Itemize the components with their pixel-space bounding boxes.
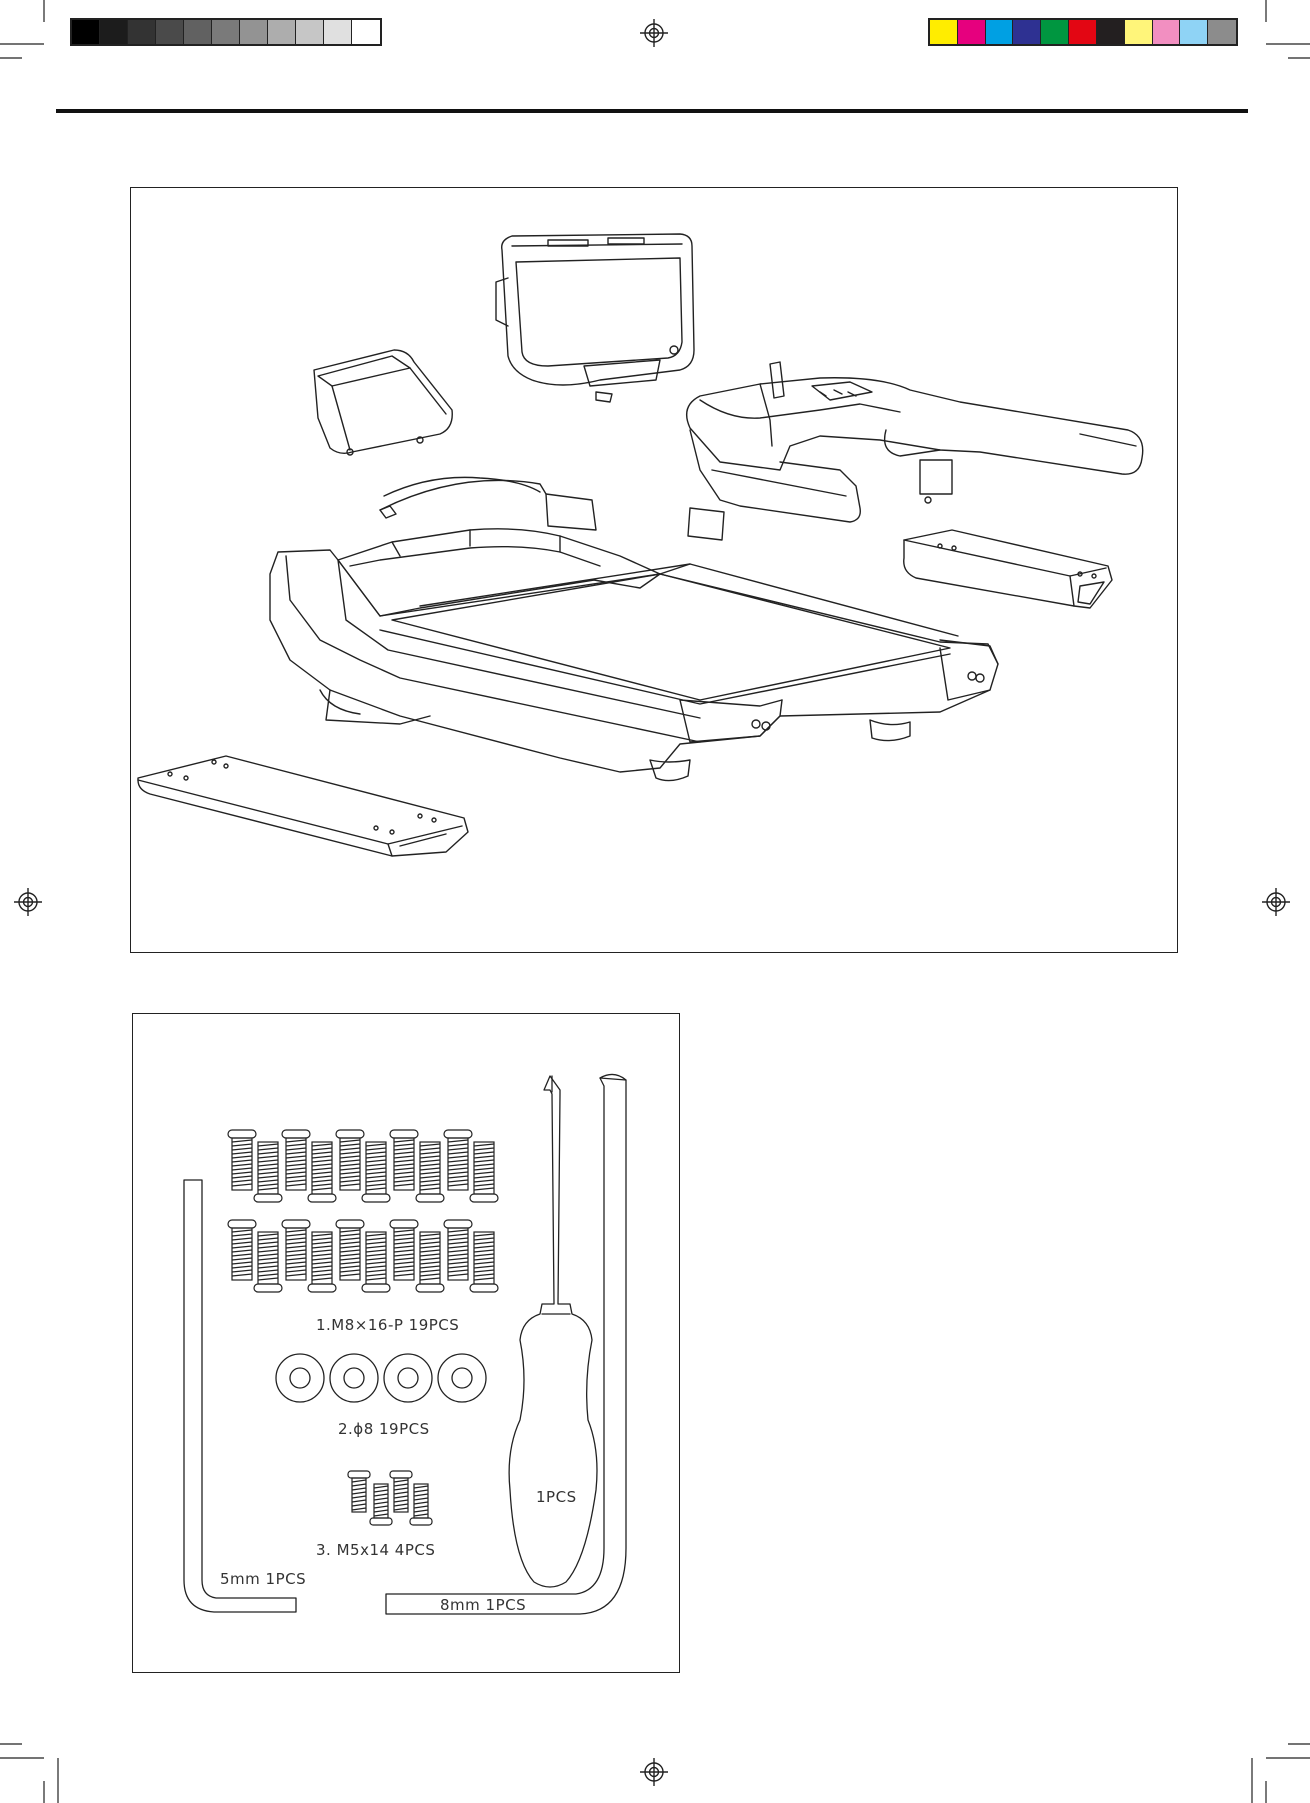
screw-label: 3. M5x14 4PCS [316,1541,435,1559]
screw [390,1471,412,1512]
screwdriver [509,1076,597,1587]
bolt [228,1220,256,1280]
bolt [362,1142,390,1202]
screwdriver-label: 1PCS [536,1488,577,1506]
bolt [362,1232,390,1292]
washer [438,1354,486,1402]
allen-key-5mm [184,1180,296,1612]
bolt [308,1142,336,1202]
bolt [254,1232,282,1292]
washer [276,1354,324,1402]
washer-label: 2.ϕ8 19PCS [338,1420,430,1438]
bolt [470,1232,498,1292]
allen-5mm-label: 5mm 1PCS [220,1570,306,1588]
bolt [282,1220,310,1280]
bolt [228,1130,256,1190]
bolt [444,1130,472,1190]
bolt [336,1220,364,1280]
allen-key-8mm [386,1074,626,1614]
allen-8mm-label: 8mm 1PCS [440,1596,526,1614]
washer [330,1354,378,1402]
bolt [390,1130,418,1190]
washer [384,1354,432,1402]
bolt [282,1130,310,1190]
bolt [444,1220,472,1280]
bolt [416,1232,444,1292]
bolt [416,1142,444,1202]
bolt [336,1130,364,1190]
screw [348,1471,370,1512]
screw [370,1484,392,1525]
bolt [308,1232,336,1292]
bolt-label: 1.M8×16-P 19PCS [316,1316,459,1334]
bolt [390,1220,418,1280]
bolt [470,1142,498,1202]
bolt [254,1142,282,1202]
screw [410,1484,432,1525]
